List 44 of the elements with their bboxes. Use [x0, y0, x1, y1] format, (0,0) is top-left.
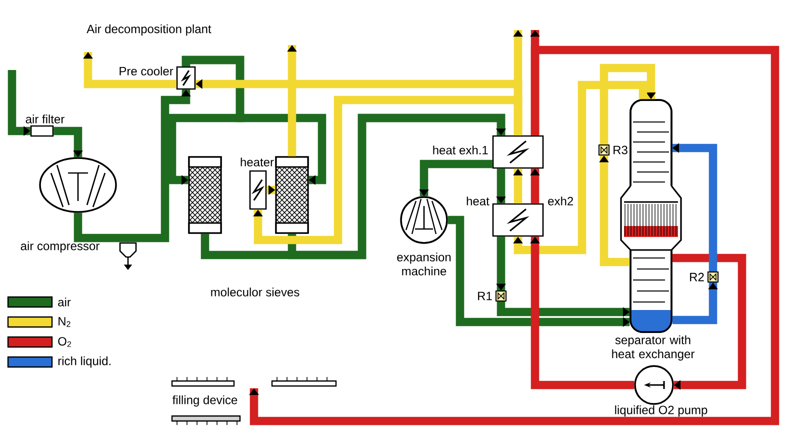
- node-label: air compressor: [20, 241, 100, 253]
- heat-exchanger: heat exh.1: [433, 135, 544, 169]
- compressor: air compressor: [20, 157, 117, 253]
- node-label: liquified O2 pump: [615, 405, 708, 417]
- valve: R2: [690, 271, 719, 283]
- pipe: [182, 56, 326, 185]
- node-label: heat: [466, 196, 490, 206]
- node-label: Pre cooler: [120, 66, 174, 76]
- legend-label: O$_{2}$: [58, 337, 71, 347]
- legend-label: rich liquid.: [58, 356, 110, 368]
- valve: R1: [478, 290, 507, 302]
- node-label: air filter: [26, 114, 64, 124]
- pipe: [253, 96, 522, 244]
- pipe: [83, 52, 176, 88]
- pipe: [288, 114, 506, 260]
- node-label: R2: [690, 272, 704, 282]
- pipe: [249, 46, 780, 426]
- pipe: [530, 236, 634, 390]
- node-label: moleculor sieves: [211, 288, 300, 296]
- sieve-vessel: [275, 156, 309, 234]
- expansion-turbine: expansion machine: [397, 196, 451, 276]
- pipe: [54, 126, 83, 158]
- heater: heater: [240, 158, 274, 210]
- filling-device: filling device: [171, 376, 337, 426]
- pipe: [513, 80, 648, 254]
- valve: R3: [598, 144, 628, 156]
- node-label: heat exh.1: [433, 146, 488, 154]
- legend-label: N$_{2}$: [58, 317, 70, 327]
- pipe: [600, 64, 656, 144]
- heat-exchanger: Pre cooler: [120, 66, 196, 90]
- title: Air decomposition plant: [86, 24, 212, 36]
- node-label: R1: [478, 292, 492, 300]
- node-label: heater: [240, 158, 274, 166]
- node-label: separator with heat exchanger: [612, 335, 694, 361]
- node-label: expansion machine: [397, 252, 451, 276]
- node-label: exh2: [548, 196, 574, 206]
- node-label: filling device: [172, 395, 238, 407]
- pipe: [599, 156, 630, 266]
- node-label: R3: [614, 146, 628, 154]
- pump: liquified O2 pump: [615, 365, 708, 417]
- air-filter: air filter: [26, 114, 64, 137]
- heat-exchanger: heat exh2: [466, 196, 574, 237]
- pipe: [672, 254, 746, 390]
- legend-label: air: [58, 298, 71, 306]
